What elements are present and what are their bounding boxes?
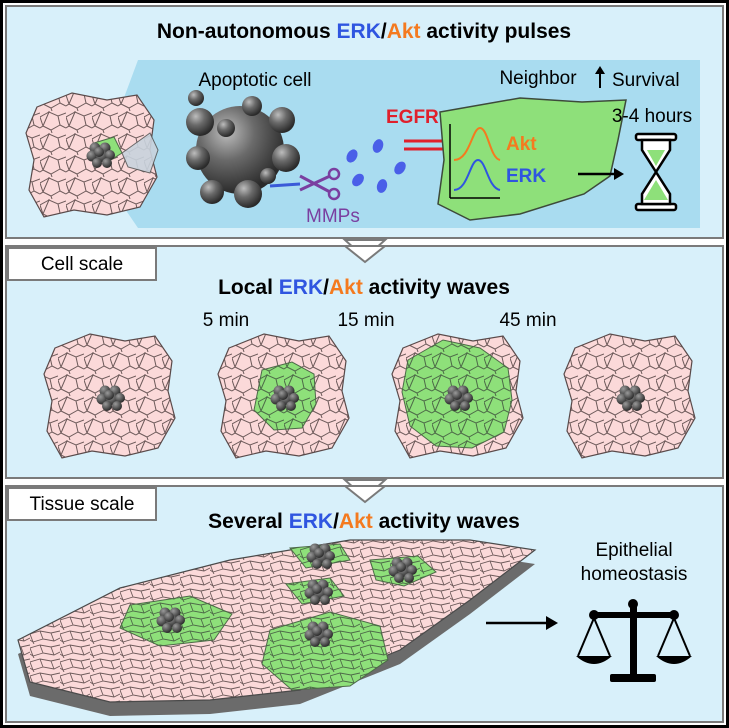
akt-trace-label: Akt xyxy=(506,134,537,155)
time-label-45min: 45 min xyxy=(499,310,556,331)
neighbor-cell xyxy=(437,97,627,221)
outcome-line-2: homeostasis xyxy=(581,564,688,585)
apoptotic-cell xyxy=(186,90,300,208)
apoptotic-cell-label: Apoptotic cell xyxy=(198,70,311,91)
tissue-45min xyxy=(563,333,696,459)
time-label-15min: 15 min xyxy=(337,310,394,331)
connector-2-arrow xyxy=(342,485,388,504)
up-arrow-icon xyxy=(595,66,605,88)
duration-label: 3-4 hours xyxy=(612,106,692,127)
erk-trace xyxy=(453,158,501,191)
top-panel: Non-autonomous ERK/Akt activity pulses A… xyxy=(5,5,724,239)
survival-label: Survival xyxy=(612,70,680,91)
bottom-panel: Tissue scale Several ERK/Akt activity wa… xyxy=(5,485,724,723)
time-label-5min: 5 min xyxy=(203,310,249,331)
hourglass-icon xyxy=(634,132,678,212)
egf-ligands xyxy=(346,139,406,193)
egfr-receptor-icon xyxy=(404,139,444,151)
tissue-scale-tag xyxy=(7,487,157,521)
cell-scale-tag xyxy=(7,247,157,281)
survival-arrow-head xyxy=(614,168,624,180)
erk-trace-label: ERK xyxy=(506,166,546,187)
mmps-label: MMPs xyxy=(306,206,360,227)
bottom-panel-title: Several ERK/Akt activity waves xyxy=(208,510,520,533)
top-tissue-patch xyxy=(25,92,159,218)
tissue-15min xyxy=(391,333,524,459)
tissue-scale-label: Tissue scale xyxy=(30,494,135,515)
connector-1-arrow xyxy=(342,245,388,264)
middle-panel-title: Local ERK/Akt activity waves xyxy=(218,276,510,299)
tissue-5min xyxy=(217,333,350,459)
homeostasis-arrow-head xyxy=(546,616,558,630)
tissue-0min xyxy=(43,333,176,459)
cell-scale-label: Cell scale xyxy=(41,254,123,275)
mmp-tether xyxy=(269,182,301,188)
neighbor-label: Neighbor xyxy=(499,68,577,89)
top-panel-title: Non-autonomous ERK/Akt activity pulses xyxy=(157,20,571,43)
activity-plot xyxy=(449,124,501,199)
akt-trace xyxy=(453,126,501,161)
wave-patch-2 xyxy=(261,611,389,691)
tissue-sheet xyxy=(17,539,537,716)
middle-panel: Cell scale Local ERK/Akt activity waves … xyxy=(5,245,724,479)
egfr-label: EGFR xyxy=(386,107,439,128)
balance-scale-icon xyxy=(576,599,692,682)
scissors-icon xyxy=(299,167,341,201)
outcome-line-1: Epithelial xyxy=(595,540,672,561)
